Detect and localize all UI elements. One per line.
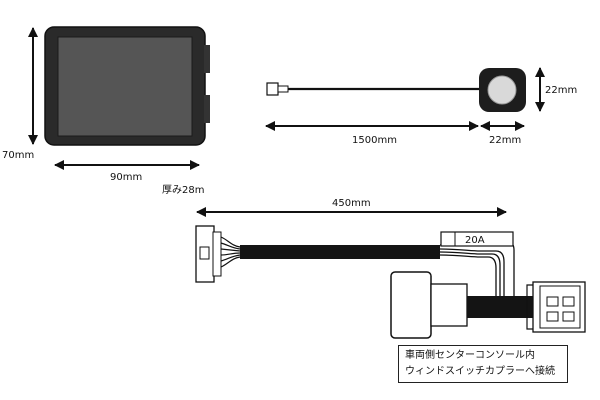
- connection-note: 車両側センターコンソール内 ウィンドスイッチカプラーへ接続: [398, 345, 568, 383]
- push-switch: [479, 68, 526, 112]
- module-height-label: 70mm: [2, 150, 34, 161]
- vehicle-side-connector: [390, 271, 533, 339]
- module-width-label: 90mm: [110, 172, 142, 183]
- harness-wires: [220, 236, 515, 298]
- harness-left-connector: [195, 225, 222, 283]
- fuse-label: 20A: [465, 235, 485, 246]
- module-thickness-label: 厚み28m: [162, 184, 204, 196]
- connection-note-line-2: ウィンドスイッチカプラーへ接続: [405, 366, 555, 377]
- harness-length-label: 450mm: [332, 198, 371, 209]
- cable-length-label: 1500mm: [352, 135, 397, 146]
- fuse-holder: [440, 231, 514, 247]
- switch-height-label: 22mm: [545, 85, 577, 96]
- control-module: [44, 26, 210, 146]
- switch-cable: [266, 82, 481, 96]
- connection-note-line-1: 車両側センターコンソール内: [405, 350, 535, 361]
- switch-width-label: 22mm: [489, 135, 521, 146]
- switch-coupler-connector: [526, 281, 586, 333]
